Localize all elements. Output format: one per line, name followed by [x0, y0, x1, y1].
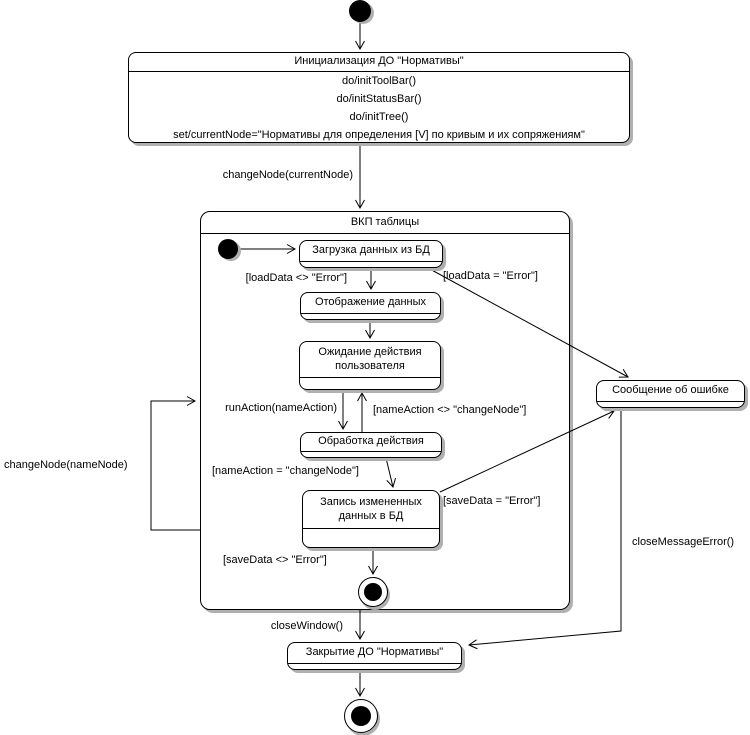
state-title: Отображение данных — [301, 293, 440, 314]
state-error-message: Сообщение об ошибке — [596, 380, 745, 408]
initial-state-dot — [349, 0, 371, 22]
state-action-init-toolbar: do/initToolBar() — [342, 75, 416, 87]
state-title: Ожидание действия пользователя — [300, 342, 440, 378]
edge-label-name-action-eq: [nameAction = "changeNode"] — [212, 465, 359, 477]
edge-label-close-message-error: closeMessageError() — [632, 536, 735, 548]
final-state — [344, 699, 378, 733]
state-wait-user-action: Ожидание действия пользователя — [299, 341, 441, 390]
edge-label-load-ok: [loadData <> "Error"] — [245, 272, 347, 284]
state-process-action: Обработка действия — [300, 432, 442, 458]
state-action-init-tree: do/initTree() — [349, 111, 409, 123]
state-title: Загрузка данных из БД — [300, 241, 442, 262]
composite-state-title: ВКП таблицы — [201, 212, 569, 234]
inner-final-state — [358, 577, 388, 607]
final-state-core — [351, 706, 371, 726]
edge-label-run-action: runAction(nameAction) — [225, 402, 337, 414]
state-title: Запись измененных данных в БД — [303, 491, 439, 529]
state-init-do-normativy: Инициализация ДО "Нормативы" do/initTool… — [128, 52, 630, 143]
inner-initial-state-dot — [218, 239, 238, 259]
state-close-do-normativy: Закрытие ДО "Нормативы" — [287, 642, 462, 670]
edge-label-save-err: [saveData = "Error"] — [443, 495, 541, 507]
state-action-init-statusbar: do/initStatusBar() — [336, 93, 422, 105]
inner-final-state-core — [364, 583, 382, 601]
edge-label-change-node-name: changeNode(nameNode) — [4, 459, 128, 471]
edge-label-name-action-neq: [nameAction <> "changeNode"] — [373, 404, 527, 416]
state-display-data: Отображение данных — [300, 292, 441, 320]
edge-label-close-window: closeWindow() — [270, 620, 343, 632]
state-load-data: Загрузка данных из БД — [299, 240, 443, 268]
state-title: Сообщение об ошибке — [597, 381, 744, 402]
state-save-data: Запись измененных данных в БД — [302, 490, 440, 548]
edge-label-save-ok: [saveData <> "Error"] — [223, 554, 327, 566]
state-title: Закрытие ДО "Нормативы" — [288, 643, 461, 664]
state-title: Инициализация ДО "Нормативы" — [129, 53, 629, 72]
edge-label-change-node-current: changeNode(currentNode) — [222, 169, 353, 181]
state-title: Обработка действия — [301, 433, 441, 452]
state-action-set-current-node: set/currentNode="Нормативы для определен… — [173, 129, 585, 141]
edge-label-load-err: [loadData = "Error"] — [443, 270, 538, 282]
